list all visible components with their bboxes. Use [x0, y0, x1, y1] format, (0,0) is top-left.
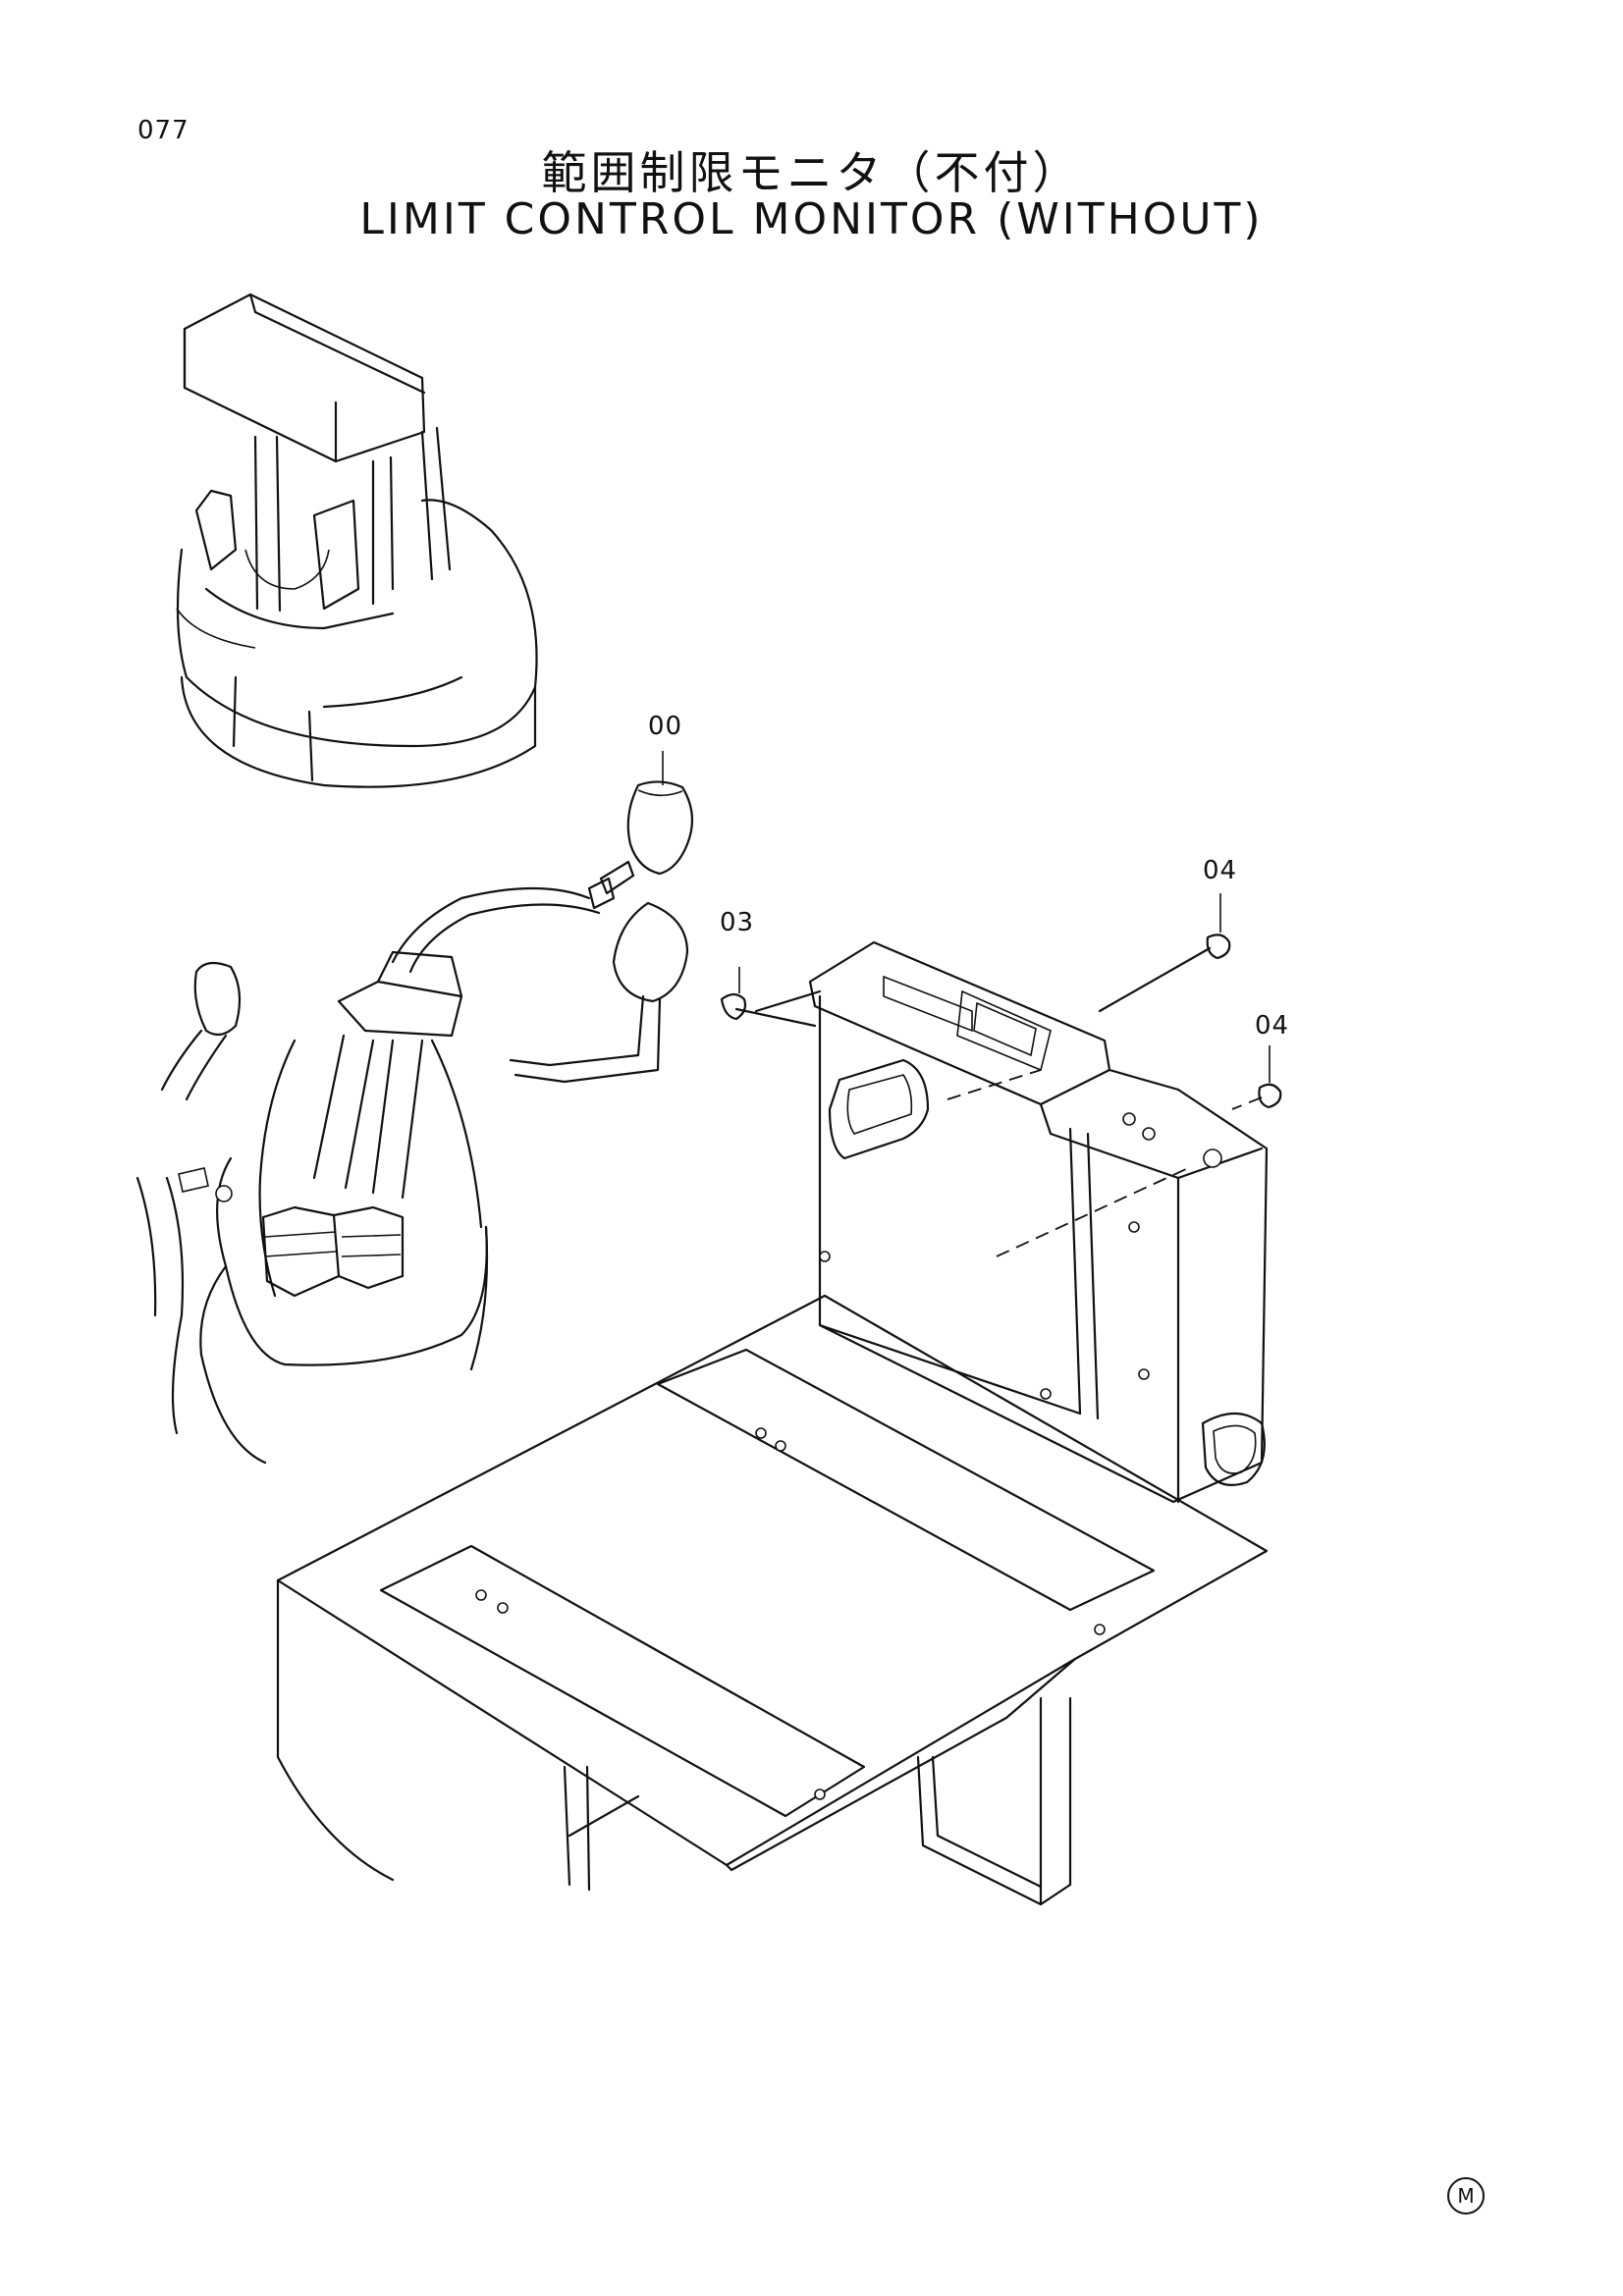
callout-04-lower: 04: [1255, 1011, 1290, 1041]
lever-assembly-illustration: [135, 780, 694, 1465]
title-english: LIMIT CONTROL MONITOR (WITHOUT): [359, 194, 1264, 244]
callout-04-upper: 04: [1203, 856, 1238, 885]
callout-03: 03: [720, 908, 755, 937]
callout-00: 00: [648, 712, 683, 741]
callout-leaders: [662, 751, 1271, 1083]
floor-plate-illustration: [276, 1294, 1269, 1906]
title-japanese: 範囲制限モニタ（不付）: [541, 146, 1082, 199]
monitor-bracket-illustration: [720, 934, 1282, 1504]
machine-overview-illustration: [176, 293, 538, 788]
page-number: 077: [137, 116, 189, 145]
corner-mark: M: [1447, 2177, 1485, 2215]
